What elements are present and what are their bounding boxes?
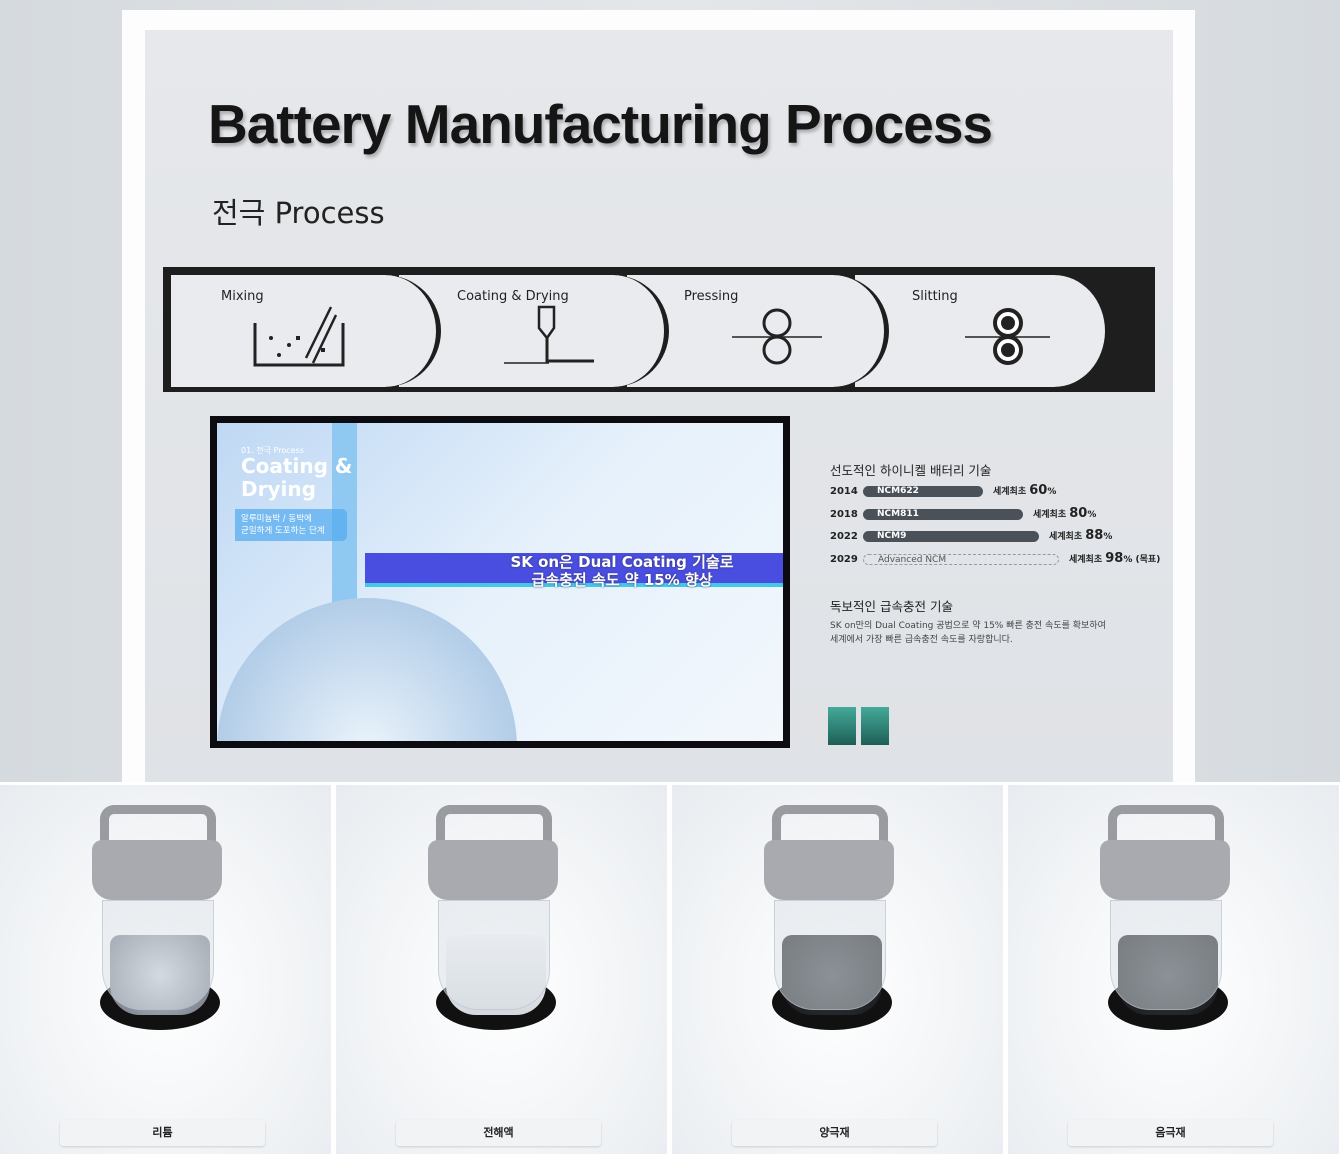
chemistry-name: Advanced NCM	[878, 554, 947, 565]
chemistry-name: NCM811	[877, 508, 919, 519]
screen-desc-line2: 균일하게 도포하는 단계	[241, 526, 325, 536]
sample-jar: 리튬	[0, 785, 331, 1154]
info-body-line1: SK on만의 Dual Coating 공법으로 약 15% 빠른 충전 속도…	[830, 621, 1106, 631]
step-label: Mixing	[221, 289, 264, 304]
screen-caption-line2: 급속충전 속도 약 15% 향상	[531, 571, 713, 589]
result-prefix: 세계최초	[1033, 509, 1067, 520]
nickel-content: 세계최초 88%	[1049, 528, 1112, 543]
slitting-rollers-icon	[965, 308, 1050, 365]
chemistry-name: NCM622	[877, 486, 919, 496]
chemistry-progress-bar: NCM622	[863, 486, 983, 497]
step-label: Pressing	[684, 289, 739, 304]
jar-lid	[428, 840, 558, 900]
screen-caption-line1: SK on은 Dual Coating 기술로	[510, 553, 734, 571]
result-value: 80	[1069, 505, 1088, 521]
board-title: Battery Manufacturing Process	[208, 93, 993, 155]
coating-band	[365, 553, 783, 583]
glass-container	[102, 900, 214, 1010]
step-label: Coating & Drying	[457, 289, 569, 304]
sample-jar: 양극재	[672, 785, 1003, 1154]
mixing-tank-icon	[253, 306, 345, 367]
result-suffix: (목표)	[1135, 554, 1161, 565]
glass-container	[1110, 900, 1222, 1010]
year-label: 2029	[830, 553, 858, 565]
info-body-line2: 세계에서 가장 빠른 급속충전 속도를 자랑합니다.	[830, 635, 1013, 645]
screen-heading-line2: Drying	[241, 477, 316, 501]
roller-art	[217, 598, 517, 741]
info-heading-fast-charge: 독보적인 급속충전 기술	[830, 599, 953, 614]
result-prefix: 세계최초	[1049, 532, 1083, 542]
lid-handle	[1108, 805, 1224, 845]
sample-label: 리튬	[60, 1120, 265, 1146]
jar-lid	[764, 840, 894, 900]
jar-lid	[92, 840, 222, 900]
result-value: 88	[1085, 528, 1104, 543]
result-unit: %	[1087, 509, 1097, 520]
result-prefix: 세계최초	[1069, 554, 1103, 565]
result-unit: %	[1123, 554, 1133, 565]
step-label: Slitting	[912, 289, 958, 304]
info-heading-high-nickel: 선도적인 하이니켈 배터리 기술	[830, 463, 992, 478]
screen-eyebrow: 01. 전극 Process	[241, 446, 304, 455]
sample-label: 음극재	[1068, 1120, 1273, 1146]
screen-heading-line1: Coating &	[241, 454, 353, 478]
pressing-rollers-icon	[732, 308, 822, 365]
coating-line	[365, 583, 783, 587]
result-unit: %	[1103, 532, 1113, 542]
year-label: 2022	[830, 531, 858, 542]
lid-handle	[100, 805, 216, 845]
screen-heading: Coating &Drying	[241, 455, 352, 501]
display-screen: 01. 전극 Process Coating &Drying 알루미늄박 / 동…	[210, 416, 790, 748]
jar-lid	[1100, 840, 1230, 900]
step-pressing: Pressing	[627, 275, 889, 387]
lid-handle	[436, 805, 552, 845]
chemistry-progress-bar: Advanced NCM	[863, 553, 1059, 565]
brochure-2	[861, 707, 889, 745]
step-slitting: Slitting	[855, 275, 1110, 387]
glass-container	[774, 900, 886, 1010]
step-mixing: Mixing	[171, 275, 441, 387]
result-unit: %	[1047, 487, 1057, 497]
sample-label: 양극재	[732, 1120, 937, 1146]
year-label: 2018	[830, 508, 858, 520]
result-value: 60	[1029, 483, 1048, 498]
nickel-content: 세계최초 98% (목표)	[1069, 551, 1160, 566]
chemistry-progress-bar: NCM811	[863, 508, 1023, 520]
exhibit-wall: Battery Manufacturing Process 전극 Process…	[0, 0, 1340, 782]
step-coating: Coating & Drying	[399, 275, 669, 387]
glass-container	[438, 900, 550, 1010]
result-prefix: 세계최초	[993, 487, 1027, 497]
brochure-1	[828, 707, 856, 745]
chemistry-name: NCM9	[877, 531, 907, 541]
sample-label: 전해액	[396, 1120, 601, 1146]
sample-jar: 전해액	[336, 785, 667, 1154]
result-value: 98	[1105, 550, 1124, 566]
sample-jar: 음극재	[1008, 785, 1339, 1154]
year-label: 2014	[830, 486, 858, 497]
coating-nozzle-icon	[504, 305, 594, 364]
chemistry-progress-bar: NCM9	[863, 531, 1039, 542]
board-subtitle: 전극 Process	[212, 196, 385, 230]
process-strip: Mixing Coating & Drying Pressing Slittin…	[163, 267, 1155, 392]
nickel-content: 세계최초 80%	[1033, 506, 1096, 521]
nickel-content: 세계최초 60%	[993, 483, 1056, 498]
screen-desc-line1: 알루미늄박 / 동박에	[241, 514, 312, 524]
lid-handle	[772, 805, 888, 845]
